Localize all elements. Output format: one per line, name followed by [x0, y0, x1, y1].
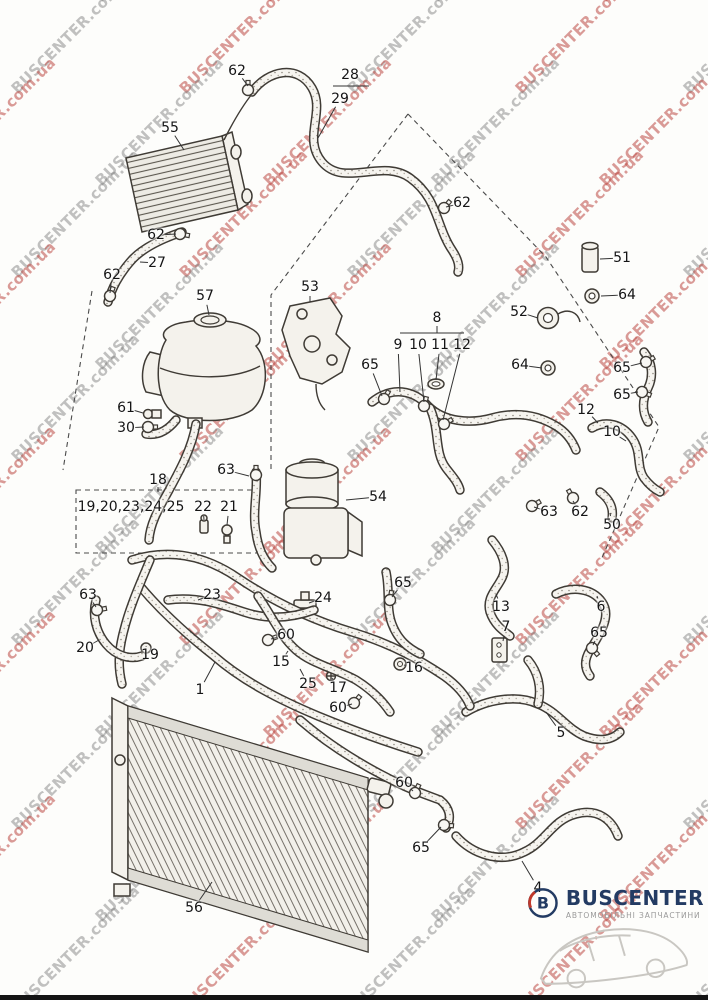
- leader-line: [92, 602, 97, 608]
- leader-line: [596, 595, 599, 599]
- bracket-7: [491, 637, 508, 663]
- leader-line: [139, 261, 149, 263]
- leader-line: [346, 703, 353, 706]
- leader-line: [528, 365, 543, 369]
- leader-line: [198, 881, 213, 901]
- leader-line: [299, 668, 305, 677]
- fitting-61: [142, 408, 154, 420]
- leader-line: [109, 283, 112, 294]
- radiator-filler-neck: [366, 777, 394, 809]
- leader-line: [226, 515, 229, 526]
- leader-line: [426, 826, 442, 842]
- leader-line: [134, 410, 144, 414]
- radiator: [111, 696, 394, 954]
- leader-line: [410, 788, 414, 792]
- leader-line: [442, 353, 461, 421]
- leader-line: [545, 711, 557, 726]
- leader-line: [418, 353, 425, 403]
- fitting-16: [393, 657, 407, 671]
- svg-text:B: B: [537, 894, 549, 913]
- leader-line: [572, 500, 576, 505]
- leader-line: [533, 506, 541, 510]
- leader-line: [600, 294, 619, 297]
- leader-line: [203, 661, 216, 683]
- leader-line: [391, 589, 398, 598]
- leader-line: [345, 497, 370, 501]
- leader-line: [331, 677, 334, 681]
- brand-tagline: АВТОМОБІЛЬНІ ЗАПЧАСТИНИ: [565, 911, 701, 920]
- oil-cooler: [125, 93, 253, 233]
- sensor-21: [221, 524, 233, 536]
- sensor-22: [199, 519, 209, 534]
- leader-line: [174, 135, 185, 151]
- leader-line: [630, 362, 643, 367]
- brand-name: BUSCENTER: [565, 886, 704, 910]
- leader-line: [619, 436, 627, 442]
- leader-line: [285, 650, 289, 655]
- leader-line: [164, 233, 177, 236]
- leader-lines: [92, 78, 643, 901]
- leader-line: [599, 257, 614, 260]
- fittings-and-sensors: [140, 241, 600, 682]
- leader-line: [435, 353, 440, 381]
- leader-line: [134, 426, 145, 428]
- buscenter-logo: B BUSCENTER АВТОМОБІЛЬНІ ЗАПЧАСТИНИ: [508, 886, 704, 994]
- leader-line: [92, 639, 100, 644]
- leader-line: [397, 353, 401, 393]
- leader-line: [521, 860, 534, 881]
- leader-line: [270, 636, 278, 640]
- expansion-tank: [141, 312, 267, 429]
- leader-line: [527, 314, 539, 319]
- leader-line: [630, 391, 639, 394]
- coolant-valve: [281, 297, 351, 411]
- leader-line: [495, 593, 499, 599]
- leader-line: [308, 600, 315, 604]
- leader-line: [372, 373, 383, 397]
- fitting-19: [140, 642, 152, 654]
- leader-line: [445, 204, 454, 208]
- leader-line: [591, 416, 599, 424]
- label-brackets: [157, 85, 464, 492]
- leader-line: [241, 78, 249, 87]
- leader-line: [609, 512, 611, 517]
- leader-line: [234, 471, 250, 477]
- car-sketch: [539, 928, 688, 989]
- coolant-pump: [283, 458, 363, 566]
- leader-line: [502, 635, 505, 642]
- leader-line: [197, 597, 204, 601]
- bottom-bar: [0, 995, 708, 1000]
- leader-line: [317, 106, 337, 139]
- leader-line: [206, 304, 210, 316]
- buscenter-logo-icon: B: [528, 888, 558, 918]
- leader-line: [592, 640, 596, 646]
